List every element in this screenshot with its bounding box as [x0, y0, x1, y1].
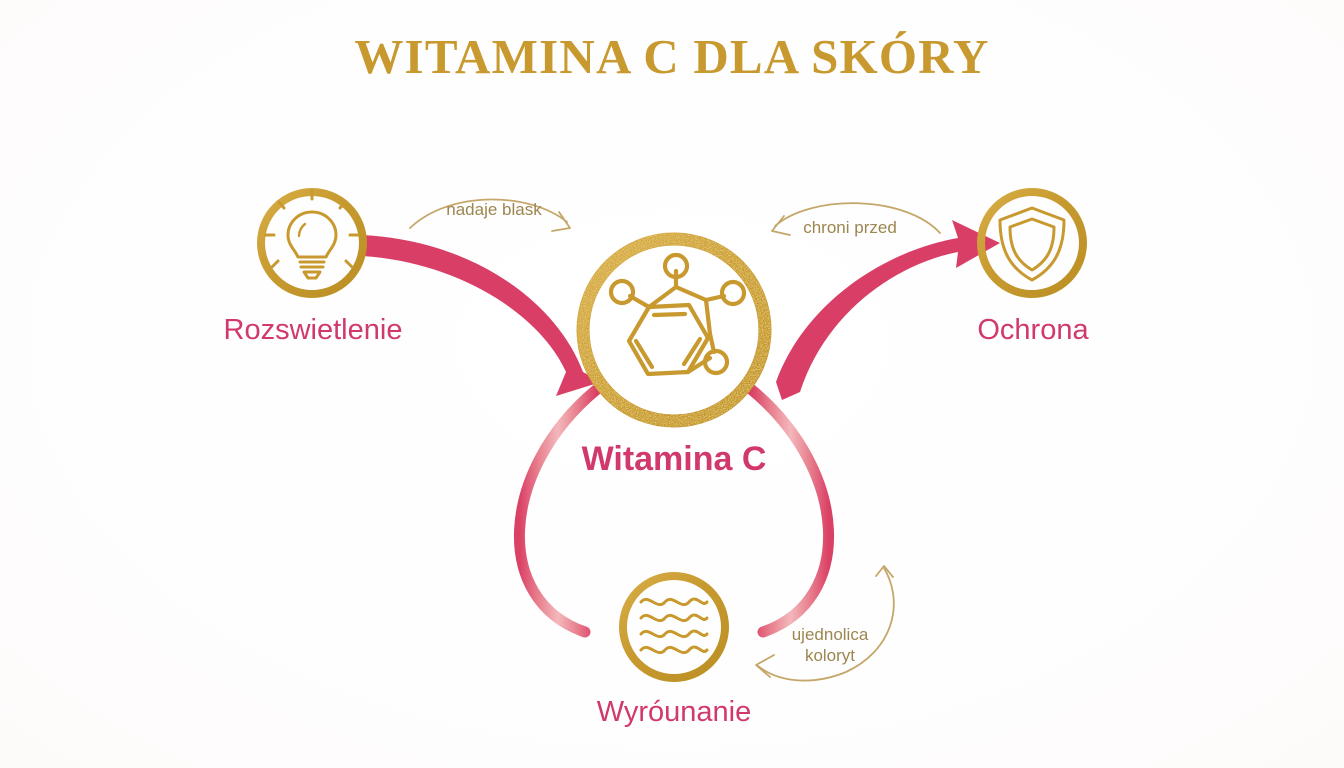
edge-rozswietlenie-path [362, 235, 601, 396]
lightbulb-icon [264, 189, 360, 280]
molecule-icon [608, 252, 747, 377]
edge-label-chroni-przed: chroni przed [803, 218, 897, 237]
node-label-wyrounanie: Wyróunanie [596, 696, 752, 728]
node-label-center: Witamina C [581, 440, 767, 478]
edge-label-nadaje-blask: nadaje blask [446, 200, 542, 219]
edge-wyrounanie-path [513, 384, 835, 638]
edge-label-ujednolica-line2: koloryt [804, 646, 856, 666]
edge-wyrounanie-annotation-arc [755, 565, 895, 682]
node-ochrona[interactable] [977, 188, 1087, 298]
page-title: WITAMINA C DLA SKÓRY [354, 29, 990, 84]
edge-label-ujednolica-line1: ujednolica [791, 625, 869, 644]
node-center[interactable] [576, 232, 772, 428]
edge-ochrona-annotation-arc [771, 202, 941, 236]
node-label-ochrona: Ochrona [977, 314, 1089, 346]
node-label-rozswietlenie: Rozswietlenie [223, 314, 403, 346]
shield-icon [998, 206, 1066, 282]
node-wyrounanie[interactable] [619, 572, 729, 682]
edge-rozswietlenie-annotation-arc [409, 198, 571, 232]
waves-icon [639, 597, 709, 655]
edge-label-ujednolica-koloryt: ujednolica koloryt [760, 624, 900, 667]
edge-ochrona-path [776, 220, 1000, 400]
node-rozswietlenie[interactable] [257, 188, 367, 298]
